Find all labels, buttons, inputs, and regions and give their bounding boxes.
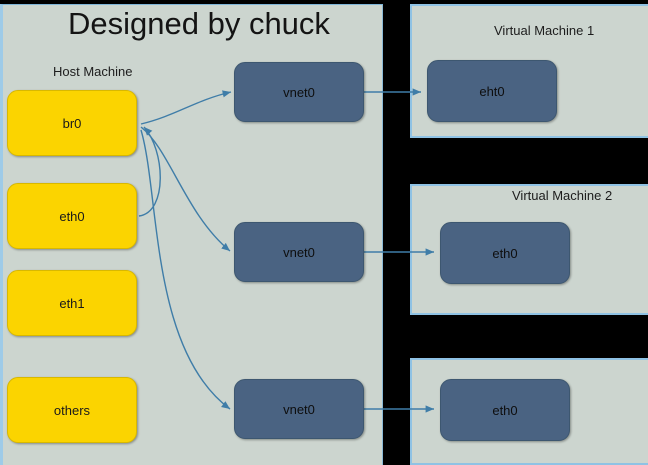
node-host-eth1[interactable]: eth1: [7, 270, 137, 336]
node-vnet0-2[interactable]: vnet0: [234, 222, 364, 282]
host-vm-divider: [383, 0, 410, 465]
node-br0[interactable]: br0: [7, 90, 137, 156]
node-vm2-eth0[interactable]: eth0: [440, 222, 570, 284]
virtual-machine-1-label: Virtual Machine 1: [494, 23, 595, 38]
node-host-eth0[interactable]: eth0: [7, 183, 137, 249]
node-vm3-eth0[interactable]: eth0: [440, 379, 570, 441]
page-title: Designed by chuck: [68, 6, 330, 41]
node-host-others[interactable]: others: [7, 377, 137, 443]
host-machine-label: Host Machine: [53, 64, 133, 79]
virtual-machine-2-label: Virtual Machine 2: [512, 188, 613, 203]
node-vnet0-1[interactable]: vnet0: [234, 62, 364, 122]
node-vm1-eht0[interactable]: eht0: [427, 60, 557, 122]
node-vnet0-3[interactable]: vnet0: [234, 379, 364, 439]
